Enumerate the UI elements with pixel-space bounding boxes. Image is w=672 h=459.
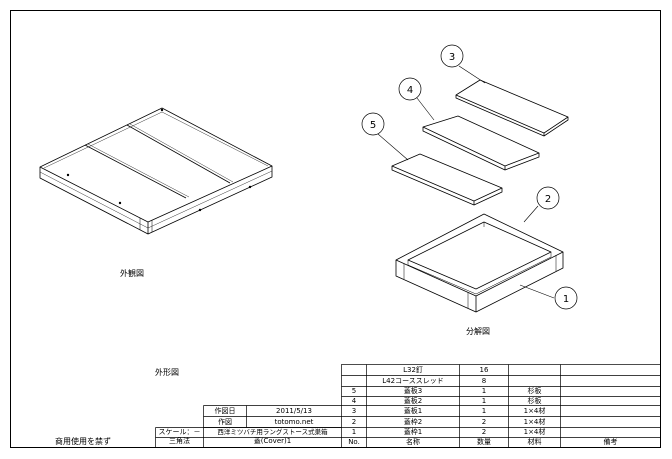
exploded-view: [391, 79, 569, 313]
part-row-1-qty: 8: [481, 377, 487, 385]
part-row-2-no: 5: [351, 387, 357, 395]
part-row-2-qty: 1: [481, 387, 487, 395]
part-row-6-name: 蓋枠1: [403, 428, 423, 436]
balloon-2: [536, 186, 560, 210]
part-row-3-qty: 1: [481, 397, 487, 405]
balloon-2-number: 2: [545, 194, 551, 205]
scale-label: スケール：－: [158, 428, 201, 436]
balloon-numbers: 3 4 5 2 1: [370, 52, 569, 305]
part-row-4-material: 1×4材: [523, 407, 546, 415]
parts-list-grid: [155, 364, 661, 448]
part-5-lid-board-3: [391, 153, 503, 206]
exterior-view-label: 外観図: [120, 269, 144, 278]
part-row-6-qty: 2: [481, 428, 487, 436]
balloon-3: [440, 44, 464, 68]
exploded-view-label: 分解図: [466, 327, 490, 336]
balloon-5-number: 5: [370, 120, 376, 131]
part-4-lid-board-2: [422, 115, 540, 171]
author-value: totomo.net: [274, 418, 314, 426]
balloon-5: [361, 112, 385, 136]
part-row-3-no: 4: [351, 397, 357, 405]
parts-header-material: 材料: [527, 438, 542, 446]
part-row-0-name: L32釘: [403, 366, 423, 374]
part-row-5-qty: 2: [481, 418, 487, 426]
exterior-view: [39, 107, 273, 235]
outline-label: 外形図: [155, 368, 179, 377]
part-row-2-material: 杉板: [527, 387, 542, 395]
parts-header-qty: 数量: [477, 438, 491, 446]
balloon-4: [398, 77, 422, 101]
drawing-title-line-2: 蓋(Cover)1: [253, 437, 292, 445]
date-label: 作図日: [214, 407, 236, 415]
part-row-5-material: 1×4材: [523, 418, 546, 426]
part-row-4-no: 3: [351, 407, 357, 415]
part-frame: [395, 213, 564, 313]
parts-header-name: 名称: [406, 438, 420, 446]
drawing-title-line-1: 西洋ミツバチ用ラングストース式巣箱: [217, 428, 328, 436]
part-row-5-name: 蓋枠2: [403, 418, 423, 426]
part-row-1-name: L42コーススレッド: [382, 377, 444, 385]
balloon-3-number: 3: [449, 52, 455, 63]
part-row-3-material: 杉板: [527, 397, 542, 405]
part-row-6-no: 1: [351, 428, 357, 436]
date-value: 2011/5/13: [276, 407, 312, 415]
part-3-lid-board-1: [455, 79, 569, 137]
projection-method: 三角法: [169, 437, 190, 445]
author-label: 作図: [218, 418, 232, 426]
balloon-1: [554, 286, 578, 310]
part-row-4-name: 蓋板1: [403, 407, 423, 415]
part-row-6-material: 1×4材: [523, 428, 546, 436]
part-row-4-qty: 1: [481, 407, 487, 415]
balloon-4-number: 4: [407, 85, 413, 96]
sheet-border: [10, 10, 661, 448]
balloon-1-number: 1: [563, 294, 569, 305]
part-row-5-no: 2: [351, 418, 357, 426]
balloon-leaders: [377, 65, 555, 299]
part-row-0-qty: 16: [479, 366, 489, 374]
parts-header-no: No.: [348, 438, 360, 446]
part-row-2-name: 蓋板3: [403, 387, 423, 395]
part-row-3-name: 蓋板2: [403, 397, 423, 405]
parts-header-remarks: 備考: [603, 438, 618, 446]
commercial-use-notice: 商用使用を禁ず: [55, 437, 111, 446]
balloons: [361, 44, 578, 310]
